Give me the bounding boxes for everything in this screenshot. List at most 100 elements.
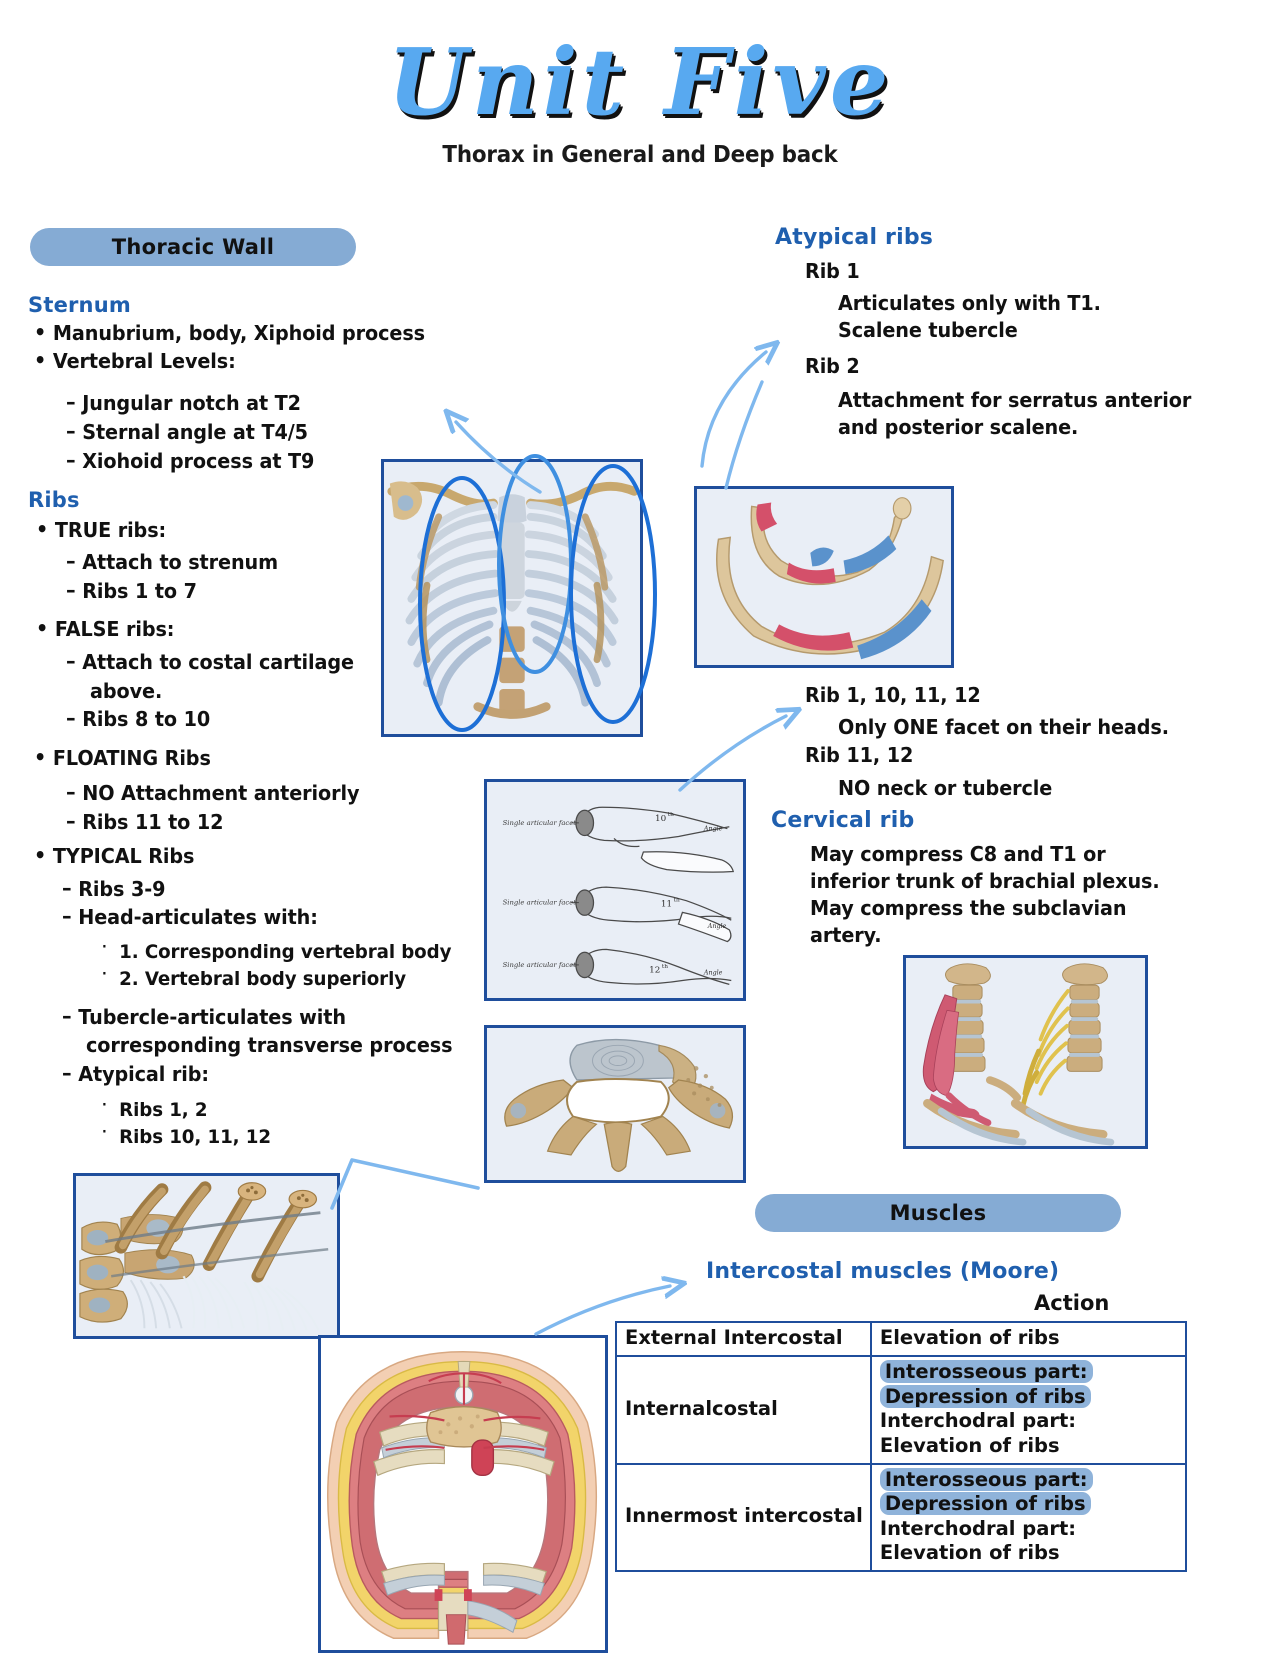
ribs-typical-sub-1-label: Ribs 3-9	[78, 877, 166, 901]
sternum-sub-2-label: Sternal angle at T4/5	[82, 420, 308, 444]
gray-label-10th-sup: th	[668, 812, 674, 818]
ribs-false-sub-2: – Ribs 8 to 10	[66, 706, 450, 733]
gray-label-11th: 11	[661, 900, 672, 910]
atypical-rib1: Rib 1	[805, 259, 860, 283]
ribs-false-label: FALSE ribs:	[54, 617, 175, 641]
atypical-group2: Rib 11, 12	[805, 743, 914, 767]
sternum-bullet-2: • Vertebral Levels:	[34, 348, 437, 375]
sternum-bullet-2-label: Vertebral Levels:	[52, 349, 236, 373]
ribs-false-sub-1: – Attach to costal cartilage	[66, 649, 383, 676]
figure-gray-ribs-line-drawing: Single articular facet Single articular …	[484, 779, 746, 1001]
section-pill-muscles-label: Muscles	[889, 1201, 987, 1225]
figure-costovertebral-joints	[73, 1173, 340, 1339]
title-block: Unit Five Thorax in General and Deep bac…	[0, 36, 1280, 168]
heading-ribs: Ribs	[28, 488, 80, 512]
cell-action-external: Elevation of ribs	[869, 1320, 1188, 1358]
table-column-header-action: Action	[1034, 1291, 1110, 1315]
cervical-line-4: artery.	[810, 923, 882, 947]
sternum-sub-1: – Jungular notch at T2	[66, 390, 450, 417]
figure-cross-section-art	[321, 1338, 605, 1650]
ribs-typical-sub-4b-label: Ribs 10, 11, 12	[119, 1126, 271, 1148]
atypical-rib1-line2: Scalene tubercle	[838, 318, 1018, 342]
ribs-typical: • TYPICAL Ribs	[34, 843, 418, 870]
figure-costovertebral-art	[76, 1176, 337, 1336]
figure-vertebra-art	[487, 1028, 743, 1180]
ribs-floating-sub-2: – Ribs 11 to 12	[66, 809, 450, 836]
cell-action-internal-tail: Interchodral part: Elevation of ribs	[879, 1409, 1077, 1457]
figure-rib-1-2	[694, 486, 954, 668]
cell-muscle-innermost: Innermost intercostal	[615, 1462, 872, 1573]
cell-action-internal-highlight: Interosseous part: Depression of ribs	[879, 1360, 1093, 1408]
cell-action-innermost-highlight: Interosseous part: Depression of ribs	[879, 1467, 1093, 1516]
ribs-false-sub-1-label: Attach to costal cartilage	[82, 650, 354, 674]
ribs-typical-sub-3: – Tubercle-articulates with	[62, 1004, 465, 1031]
ribs-typical-sub-4a: · Ribs 1, 2	[102, 1098, 505, 1123]
sternum-sub-1-label: Jungular notch at T2	[82, 391, 301, 415]
sternum-sub-3: – Xiohoid process at T9	[66, 448, 450, 475]
ribs-floating-sub-1: – NO Attachment anteriorly	[66, 780, 450, 807]
atypical-rib2: Rib 2	[805, 354, 860, 378]
cell-action-innermost: Interosseous part: Depression of ribs In…	[869, 1462, 1188, 1573]
ribs-typical-sub-4b: · Ribs 10, 11, 12	[102, 1125, 505, 1150]
cell-action-internal: Interosseous part: Depression of ribs In…	[869, 1355, 1188, 1465]
ribs-false: • FALSE ribs:	[36, 616, 420, 643]
table-row-innermost-intercostal: Innermost intercostal Interosseous part:…	[615, 1462, 1188, 1573]
ribs-typical-sub-2b-label: 2. Vertebral body superiorly	[119, 968, 407, 990]
table-row-external-intercostal: External Intercostal Elevation of ribs	[615, 1320, 1188, 1358]
figure-gray-ribs-art: Single articular facet Single articular …	[487, 782, 743, 998]
sternum-sub-2: – Sternal angle at T4/5	[66, 419, 450, 446]
page-subtitle: Thorax in General and Deep back	[442, 142, 838, 168]
ribs-false-sub-2-label: Ribs 8 to 10	[82, 707, 211, 731]
heading-atypical-ribs: Atypical ribs	[775, 225, 934, 250]
gray-label-angle-11: Angle	[707, 922, 727, 930]
ribs-typical-sub-4a-label: Ribs 1, 2	[119, 1099, 208, 1121]
ribs-false-sub-1b: above.	[90, 679, 163, 703]
section-pill-thoracic-wall: Thoracic Wall	[30, 228, 356, 266]
gray-label-12th: 12	[649, 966, 660, 976]
ribs-typical-sub-2a: · 1. Corresponding vertebral body	[102, 940, 505, 965]
figure-cervical-rib	[903, 955, 1148, 1149]
gray-label-11th-sup: th	[674, 898, 680, 904]
figure-rib-1-2-art	[697, 489, 951, 665]
table-row-internal-costal: Internalcostal Interosseous part: Depres…	[615, 1355, 1188, 1465]
figure-cervical-rib-art	[906, 958, 1145, 1146]
figure-thoracic-cross-section	[318, 1335, 608, 1653]
cell-muscle-internal: Internalcostal	[615, 1355, 872, 1465]
sternum-sub-3-label: Xiohoid process at T9	[82, 449, 315, 473]
cervical-line-3: May compress the subclavian	[810, 896, 1127, 920]
ribs-true-sub-1: – Attach to strenum	[66, 549, 450, 576]
ribs-true-sub-1-label: Attach to strenum	[82, 550, 279, 574]
ribs-typical-sub-4: – Atypical rib:	[62, 1061, 465, 1088]
sternum-bullet-1-label: Manubrium, body, Xiphoid process	[52, 321, 426, 345]
atypical-group1: Rib 1, 10, 11, 12	[805, 683, 981, 707]
page-title: Unit Five	[387, 28, 893, 136]
ribs-typical-sub-2b: · 2. Vertebral body superiorly	[102, 967, 505, 992]
intercostal-muscles-table: External Intercostal Elevation of ribs I…	[615, 1320, 1188, 1573]
ribs-typical-sub-3-label: Tubercle-articulates with	[78, 1005, 346, 1029]
gray-label-facet-11: Single articular facet	[503, 899, 577, 907]
figure-thoracic-vertebra	[484, 1025, 746, 1183]
gray-label-facet-12: Single articular facet	[503, 961, 577, 969]
atypical-rib2-line2: and posterior scalene.	[838, 415, 1079, 439]
ribs-typical-sub-2-label: Head-articulates with:	[78, 905, 318, 929]
section-pill-muscles: Muscles	[755, 1194, 1121, 1232]
arrow-to-atypical-ribs	[700, 330, 800, 468]
gray-label-angle-10: Angle	[703, 825, 723, 833]
gray-label-facet-10: Single articular facet	[503, 819, 577, 827]
cervical-line-1: May compress C8 and T1 or	[810, 842, 1106, 866]
gray-label-10th: 10	[655, 814, 666, 824]
ribs-true: • TRUE ribs:	[36, 517, 420, 544]
section-pill-thoracic-wall-label: Thoracic Wall	[111, 235, 275, 259]
sternum-bullet-1: • Manubrium, body, Xiphoid process	[34, 320, 437, 347]
cell-muscle-external: External Intercostal	[615, 1320, 872, 1358]
heading-sternum: Sternum	[28, 293, 131, 317]
ribs-typical-sub-2a-label: 1. Corresponding vertebral body	[119, 941, 452, 963]
ribs-true-sub-2: – Ribs 1 to 7	[66, 578, 450, 605]
ribs-true-label: TRUE ribs:	[54, 518, 167, 542]
gray-label-12th-sup: th	[662, 964, 668, 970]
ribs-floating-label: FLOATING Ribs	[52, 746, 211, 770]
ribs-typical-sub-3b: corresponding transverse process	[86, 1033, 453, 1057]
cell-action-innermost-tail: Interchodral part: Elevation of ribs	[879, 1516, 1077, 1564]
atypical-rib1-line1: Articulates only with T1.	[838, 291, 1101, 315]
